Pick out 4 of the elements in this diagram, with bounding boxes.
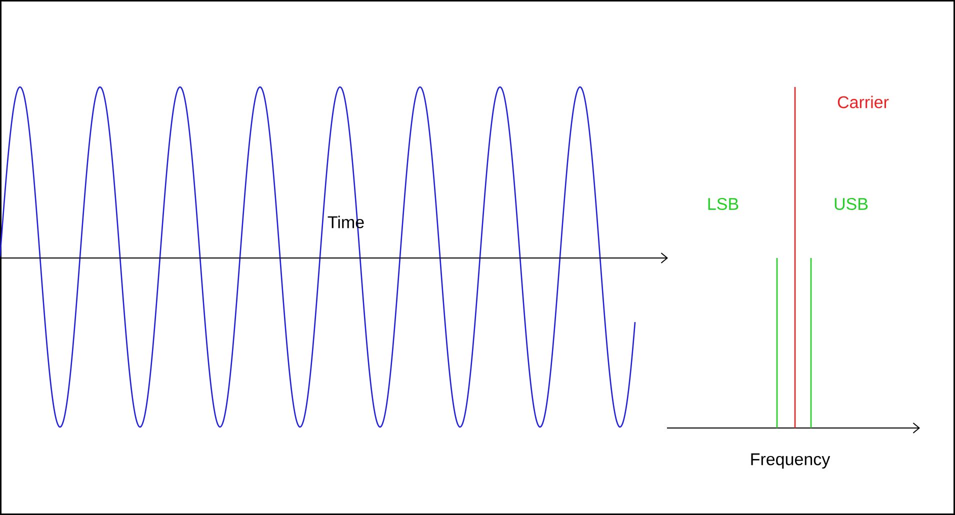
axis-label: Frequency bbox=[751, 453, 830, 469]
axis-label: LSB bbox=[708, 198, 738, 210]
axis-label: Carrier bbox=[838, 96, 889, 108]
axis-label: USB bbox=[834, 198, 868, 210]
